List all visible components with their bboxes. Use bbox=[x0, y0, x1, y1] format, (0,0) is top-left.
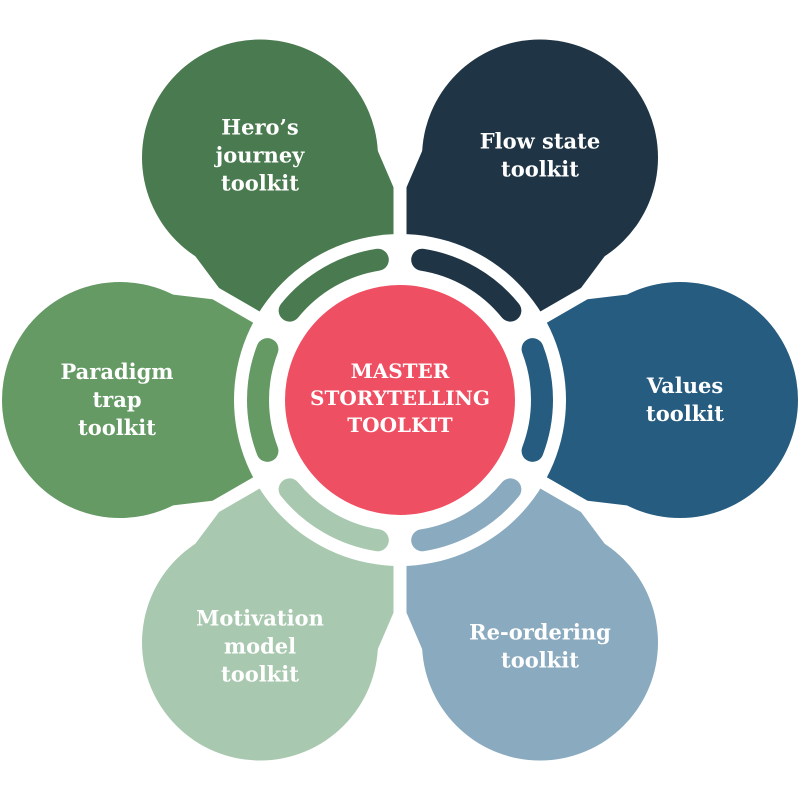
arc-segment-re-ordering bbox=[411, 478, 522, 552]
center-label-line: TOOLKIT bbox=[347, 413, 453, 437]
petal-gap bbox=[33, 469, 274, 616]
petal-label-line: toolkit bbox=[78, 415, 156, 440]
center-label: MASTER STORYTELLING TOOLKIT bbox=[310, 359, 490, 437]
petal-label-motivation-model: Motivation model toolkit bbox=[196, 605, 324, 686]
petal-label-line: journey bbox=[214, 143, 306, 168]
petal-gap bbox=[33, 184, 274, 331]
petal-label-line: Paradigm bbox=[60, 359, 173, 384]
center-label-line: STORYTELLING bbox=[310, 386, 490, 410]
petal-label-line: Flow state bbox=[480, 129, 600, 154]
arc-segment-values bbox=[521, 338, 553, 462]
petal-label-line: Hero’s bbox=[221, 115, 298, 140]
center-circle bbox=[285, 285, 515, 515]
petal-values bbox=[541, 282, 798, 518]
petal-label-heros-journey: Hero’s journey toolkit bbox=[214, 115, 306, 196]
petal-label-paradigm-trap: Paradigm trap toolkit bbox=[60, 359, 173, 440]
arc-segment-flow-state bbox=[411, 248, 522, 322]
arc-segment-paradigm-trap bbox=[247, 338, 279, 462]
petal-gap bbox=[526, 469, 767, 616]
petal-label-line: Re-ordering bbox=[469, 619, 611, 644]
petal-label-line: Values bbox=[646, 373, 723, 398]
petal-label-values: Values toolkit bbox=[646, 373, 724, 426]
petal-label-line: Motivation bbox=[196, 605, 324, 630]
petal-label-line: toolkit bbox=[501, 157, 579, 182]
petal-label-line: toolkit bbox=[501, 647, 579, 672]
petal-gap bbox=[526, 184, 767, 331]
petal-label-line: toolkit bbox=[221, 171, 299, 196]
petal-label-line: toolkit bbox=[221, 661, 299, 686]
petal-label-line: model bbox=[224, 633, 296, 658]
center-label-line: MASTER bbox=[351, 359, 450, 383]
arc-segment-heros-journey bbox=[278, 248, 389, 322]
petal-label-line: trap bbox=[92, 387, 141, 412]
arc-segment-motivation-model bbox=[278, 478, 389, 552]
petal-label-flow-state: Flow state toolkit bbox=[480, 129, 600, 182]
petal-label-re-ordering: Re-ordering toolkit bbox=[469, 619, 611, 672]
petal-label-line: toolkit bbox=[646, 401, 724, 426]
